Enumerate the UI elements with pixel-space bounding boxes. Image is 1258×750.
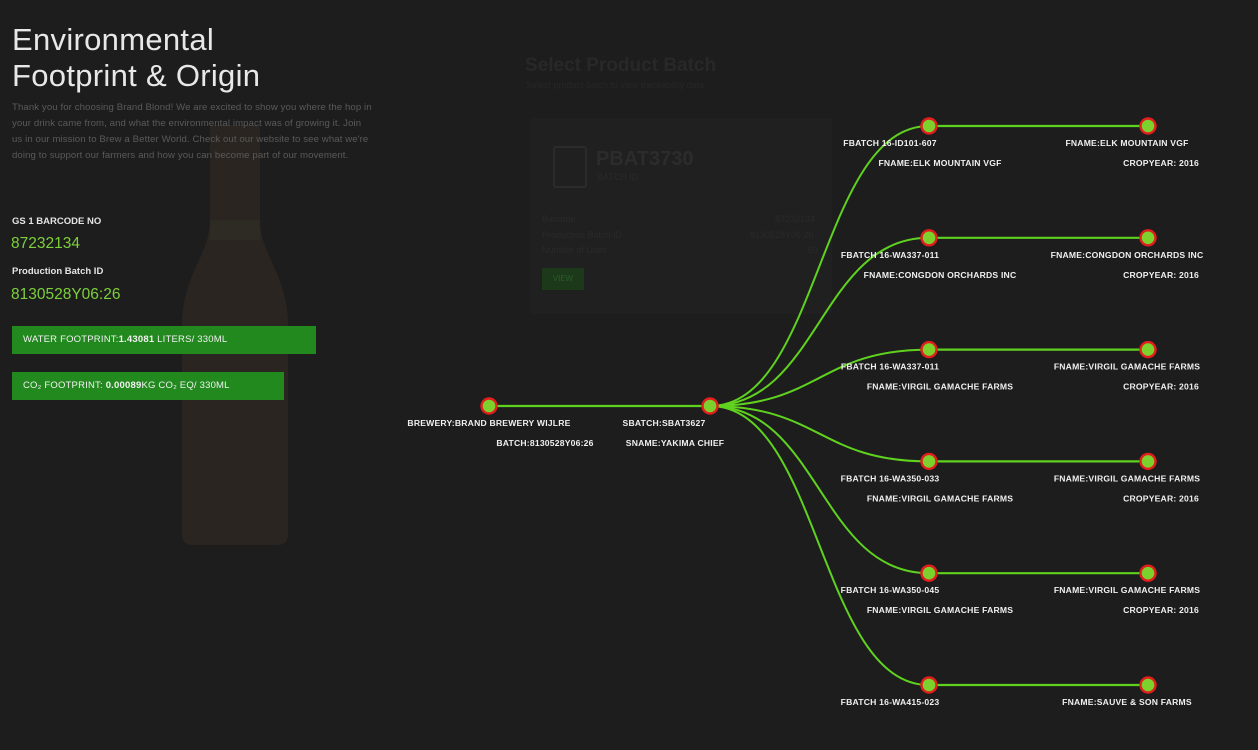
farm-name-label: FNAME:VIRGIL GAMACHE FARMS	[1054, 473, 1200, 483]
faded-batch-code: PBAT3730	[596, 148, 694, 170]
farm-batch-farm-label: FNAME:VIRGIL GAMACHE FARMS	[867, 605, 1013, 615]
crop-year-label: CROPYEAR: 2016	[1123, 158, 1199, 168]
farm-batch-node[interactable]	[920, 676, 938, 694]
farm-batch-node[interactable]	[920, 229, 938, 247]
edge-hub-batch	[709, 405, 930, 575]
farm-batch-label: FBATCH 16-WA350-045	[841, 585, 940, 595]
crop-year-label: CROPYEAR: 2016	[1123, 605, 1199, 615]
water-footprint-value: 1.43081	[118, 334, 155, 345]
faded-row-value: 87232134	[775, 214, 816, 224]
farm-node[interactable]	[1139, 229, 1157, 247]
faded-row-label: Number of Units	[542, 245, 608, 255]
faded-heading: Select Product Batch	[525, 55, 717, 76]
farm-batch-label: FBATCH 16-WA415-023	[841, 697, 940, 707]
page-title-line2: Footprint & Origin	[12, 58, 261, 93]
farm-batch-label: FBATCH 16-WA337-011	[841, 362, 939, 372]
farm-batch-farm-label: FNAME:ELK MOUNTAIN VGF	[878, 158, 1001, 168]
water-footprint-prefix: WATER FOOTPRINT:	[23, 334, 119, 345]
farm-batch-node[interactable]	[920, 452, 938, 471]
clipboard-icon	[553, 146, 587, 188]
edge-hub-batch	[709, 348, 930, 407]
farm-name-label: FNAME:VIRGIL GAMACHE FARMS	[1054, 585, 1200, 595]
barcode-value: 87232134	[11, 235, 80, 252]
farm-batch-label: FBATCH 16-WA350-033	[841, 473, 940, 483]
co2-footprint-unit: KG CO₂ EQ/ 330ML	[141, 380, 230, 391]
co2-footprint-badge: CO₂ FOOTPRINT: 0.00089KG CO₂ EQ/ 330ML	[12, 372, 284, 400]
farm-node[interactable]	[1139, 117, 1157, 135]
farm-name-label: FNAME:CONGDON ORCHARDS INC	[1051, 250, 1204, 260]
farm-batch-label: FBATCH 16-WA337-011	[841, 250, 939, 260]
co2-footprint-prefix: CO₂ FOOTPRINT:	[23, 380, 106, 391]
farm-batch-farm-label: FNAME:CONGDON ORCHARDS INC	[864, 270, 1017, 280]
faded-row-label: Production Batch ID	[542, 230, 623, 240]
farm-name-label: FNAME:SAUVE & SON FARMS	[1062, 697, 1192, 707]
supplier-batch-label: SBATCH:SBAT3627	[623, 418, 706, 428]
batch-id-value: 8130528Y06:26	[11, 286, 121, 303]
brewery-node[interactable]	[480, 397, 498, 415]
farm-name-label: FNAME:ELK MOUNTAIN VGF	[1065, 138, 1188, 148]
farm-batch-node[interactable]	[920, 117, 938, 135]
edge-hub-batch	[709, 405, 930, 686]
crop-year-label: CROPYEAR: 2016	[1123, 270, 1199, 280]
farm-node[interactable]	[1139, 676, 1157, 694]
farm-node[interactable]	[1139, 564, 1157, 582]
crop-year-label: CROPYEAR: 2016	[1123, 493, 1199, 503]
farm-batch-node[interactable]	[920, 564, 938, 582]
info-panel: Environmental Footprint & Origin Thank y…	[12, 22, 377, 164]
brewery-label: BREWERY:BRAND BREWERY WIJLRE	[407, 418, 570, 428]
edge-hub-batch	[709, 125, 930, 407]
faded-row-value: 60	[808, 245, 819, 255]
edge-hub-batch	[709, 236, 930, 407]
batch-id-label: Production Batch ID	[12, 266, 104, 277]
farm-batch-node[interactable]	[920, 340, 938, 359]
page-title: Environmental Footprint & Origin	[12, 22, 377, 94]
faded-view-button: VIEW	[542, 268, 584, 290]
farm-node[interactable]	[1139, 340, 1157, 359]
farm-node[interactable]	[1139, 452, 1157, 471]
farm-name-label: FNAME:VIRGIL GAMACHE FARMS	[1054, 362, 1200, 372]
faded-row-label: Barcode	[542, 214, 576, 224]
co2-footprint-value: 0.00089	[105, 380, 142, 391]
farm-batch-label: FBATCH 16-ID101-607	[843, 138, 936, 148]
faded-subheading: Select product batch to view traceabilit…	[526, 80, 705, 90]
edge-hub-batch	[709, 405, 930, 463]
faded-batch-code-sub: BATCH ID	[597, 172, 639, 182]
crop-year-label: CROPYEAR: 2016	[1123, 382, 1199, 392]
water-footprint-unit: LITERS/ 330ML	[154, 334, 228, 345]
farm-batch-farm-label: FNAME:VIRGIL GAMACHE FARMS	[867, 382, 1013, 392]
intro-text: Thank you for choosing Brand Blond! We a…	[12, 102, 372, 161]
supplier-node[interactable]	[701, 397, 719, 415]
page-title-line1: Environmental	[12, 22, 215, 57]
faded-row-value: 8130528Y06:26	[750, 230, 814, 240]
water-footprint-badge: WATER FOOTPRINT:1.43081 LITERS/ 330ML	[12, 326, 316, 354]
barcode-label: GS 1 BARCODE NO	[12, 216, 102, 227]
supplier-name-label: SNAME:YAKIMA CHIEF	[626, 438, 724, 448]
farm-batch-farm-label: FNAME:VIRGIL GAMACHE FARMS	[867, 493, 1013, 503]
brewery-batch-label: BATCH:8130528Y06:26	[496, 438, 593, 448]
